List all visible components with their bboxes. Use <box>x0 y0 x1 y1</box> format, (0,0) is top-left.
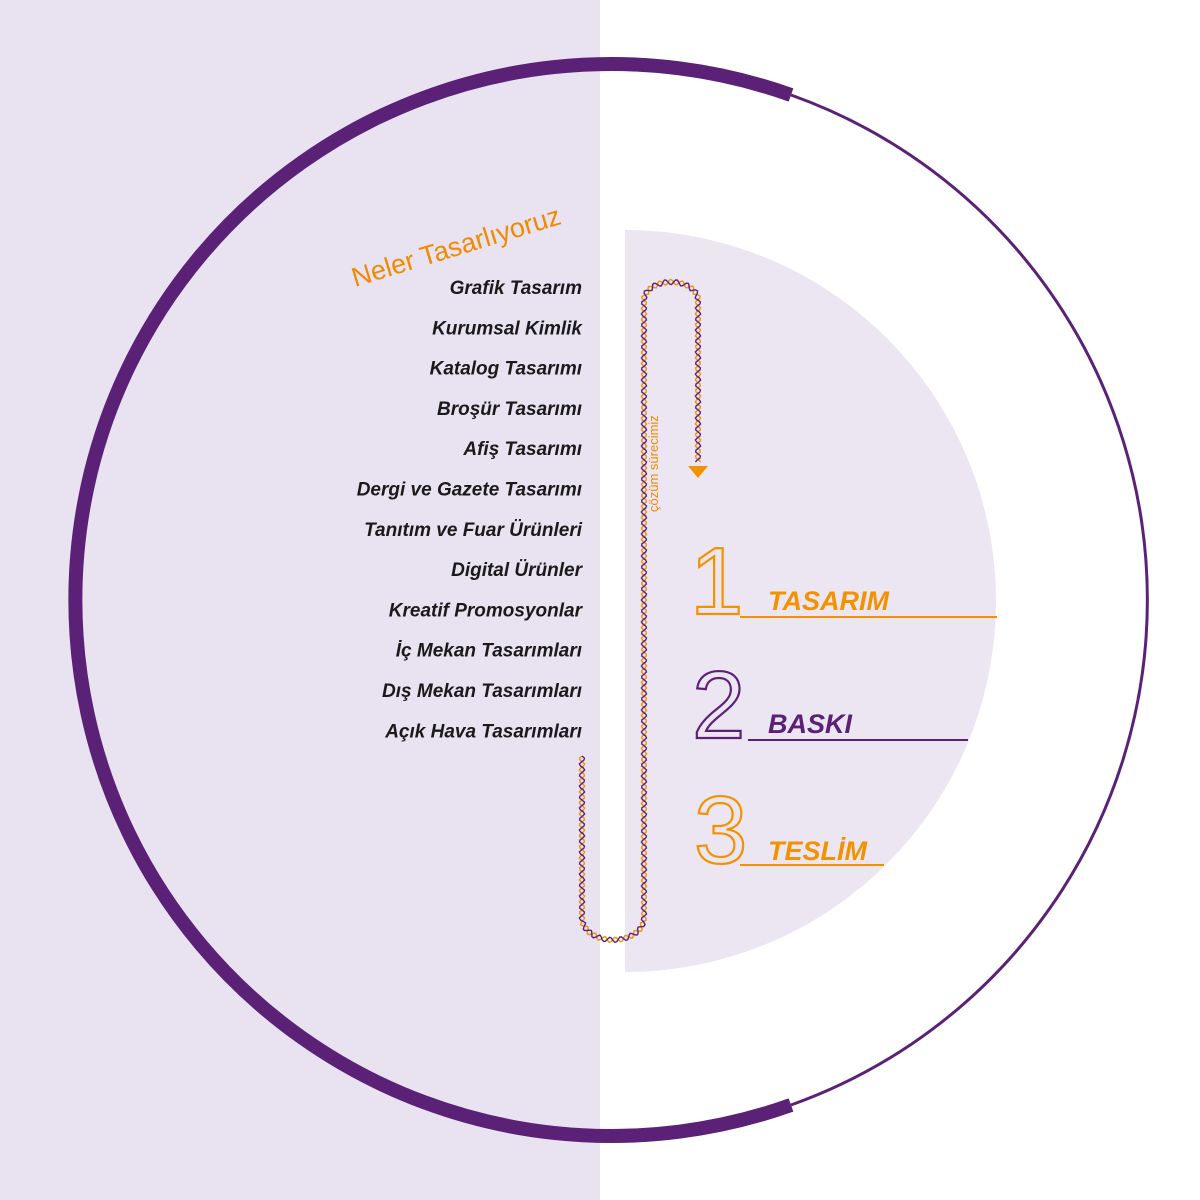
wavy-connector <box>578 278 702 944</box>
step-3-label: TESLİM <box>768 836 868 866</box>
outer-ring-thick <box>68 57 794 1143</box>
step-3-number: 3 <box>694 777 747 884</box>
wavy-line-purple <box>578 279 702 944</box>
service-item: Katalog Tasarımı <box>430 359 582 380</box>
process-half-disc <box>625 230 996 972</box>
service-item: Digital Ürünler <box>451 560 584 581</box>
arrow-down-icon <box>688 466 708 478</box>
service-item: Açık Hava Tasarımları <box>384 721 582 742</box>
service-item: Grafik Tasarım <box>450 278 582 299</box>
service-item: Broşür Tasarımı <box>437 399 582 420</box>
step-2-number: 2 <box>692 652 745 759</box>
service-item: Tanıtım ve Fuar Ürünleri <box>364 520 583 541</box>
step-1-label: TASARIM <box>768 586 889 616</box>
service-item: İç Mekan Tasarımları <box>396 641 582 662</box>
service-item: Kreatif Promosyonlar <box>389 600 584 621</box>
outer-ring-thin <box>790 93 1149 1107</box>
service-item: Kurumsal Kimlik <box>432 318 583 339</box>
step-2-label: BASKI <box>768 709 853 739</box>
step-1: 1 TASARIM <box>689 527 997 636</box>
step-2: 2 BASKI <box>691 651 968 760</box>
service-item: Dış Mekan Tasarımları <box>382 681 582 702</box>
process-label: çözüm sürecimiz <box>646 415 661 512</box>
service-item: Afiş Tasarımı <box>462 439 582 460</box>
step-3: 3 TESLİM <box>693 776 884 885</box>
step-1-number: 1 <box>690 528 743 635</box>
left-background-panel <box>0 0 600 1200</box>
service-item: Dergi ve Gazete Tasarımı <box>357 480 582 501</box>
